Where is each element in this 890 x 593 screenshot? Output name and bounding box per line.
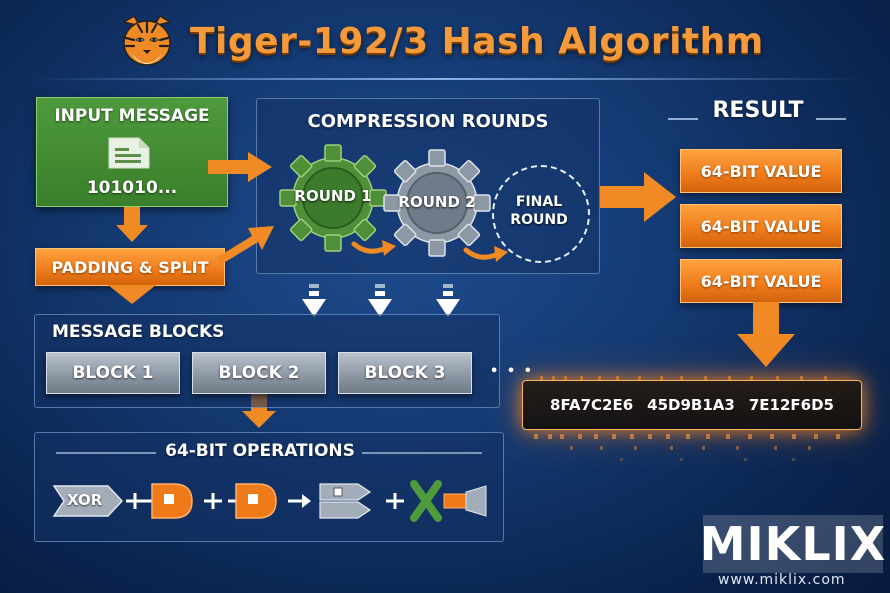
- result-value-1: 64-BIT VALUE: [680, 149, 842, 193]
- hash-part-1: 8FA7C2E6: [550, 396, 634, 414]
- more-blocks-ellipsis: • • •: [490, 364, 534, 379]
- round-1-label: ROUND 1: [294, 187, 372, 205]
- result-divider-right: [816, 118, 846, 120]
- arrow-right-icon: [288, 494, 311, 508]
- operations-divider-right: [362, 452, 482, 454]
- document-icon: [108, 137, 150, 169]
- shift-icon: [319, 483, 372, 519]
- padding-split-box: PADDING & SPLIT: [35, 248, 225, 286]
- block-3: BLOCK 3: [338, 352, 472, 394]
- result-divider-left: [668, 118, 698, 120]
- arrow-down-icon: [436, 284, 460, 317]
- round-arrow-icon: [463, 246, 508, 262]
- arrow-down-icon: [116, 207, 148, 242]
- gear-round-2-icon: [383, 149, 491, 257]
- hash-part-2: 45D9B1A3: [647, 396, 735, 414]
- final-round-circle: [492, 165, 590, 263]
- round-2-label: ROUND 2: [398, 193, 476, 211]
- tiger-icon: [122, 14, 172, 66]
- binary-decoration-bottom: [530, 430, 860, 470]
- xor-label: XOR: [67, 491, 103, 509]
- final-round-label: FINAL ROUND: [510, 194, 568, 228]
- gate-icon: [228, 483, 277, 519]
- plus-icon: [126, 493, 144, 509]
- input-message-label: INPUT MESSAGE: [54, 106, 210, 126]
- page-title: Tiger-192/3 Hash Algorithm: [190, 20, 764, 62]
- block-1: BLOCK 1: [46, 352, 180, 394]
- hash-output: 8FA7C2E6 45D9B1A3 7E12F6D5: [522, 380, 862, 430]
- block-2: BLOCK 2: [192, 352, 326, 394]
- input-bits: 101010...: [86, 178, 178, 198]
- operations-divider-left: [56, 452, 156, 454]
- plus-icon: [386, 493, 404, 509]
- operations-label: 64-BIT OPERATIONS: [165, 441, 355, 461]
- arrow-down-icon: [108, 285, 156, 304]
- result-label: RESULT: [712, 98, 804, 123]
- gate-icon: [144, 483, 193, 519]
- gear-round-1-icon: [279, 144, 387, 252]
- binary-decoration-top: [540, 368, 850, 380]
- hash-part-3: 7E12F6D5: [748, 396, 834, 414]
- brand-logo: MIKLIX: [699, 515, 887, 573]
- title-divider: [30, 78, 860, 80]
- arrow-down-icon: [302, 284, 326, 317]
- arrow-down-icon: [368, 284, 392, 317]
- arrow-down-icon: [242, 393, 276, 428]
- xor-block-icon: [52, 485, 124, 517]
- input-message-box: INPUT MESSAGE 101010...: [36, 97, 228, 207]
- brand-url: www.miklix.com: [718, 572, 846, 588]
- compression-label: COMPRESSION ROUNDS: [307, 111, 549, 132]
- mixer-icon: [410, 480, 487, 522]
- arrow-right-icon: [600, 172, 676, 222]
- title-bar: Tiger-192/3 Hash Algorithm: [118, 10, 764, 72]
- result-value-2: 64-BIT VALUE: [680, 204, 842, 248]
- message-blocks-label: MESSAGE BLOCKS: [52, 322, 225, 342]
- round-arrow-icon: [351, 240, 396, 256]
- arrow-right-icon: [208, 152, 272, 182]
- plus-icon: [204, 493, 222, 509]
- arrow-down-icon: [737, 302, 795, 367]
- result-value-3: 64-BIT VALUE: [680, 259, 842, 303]
- arrow-diagonal-icon: [216, 226, 274, 264]
